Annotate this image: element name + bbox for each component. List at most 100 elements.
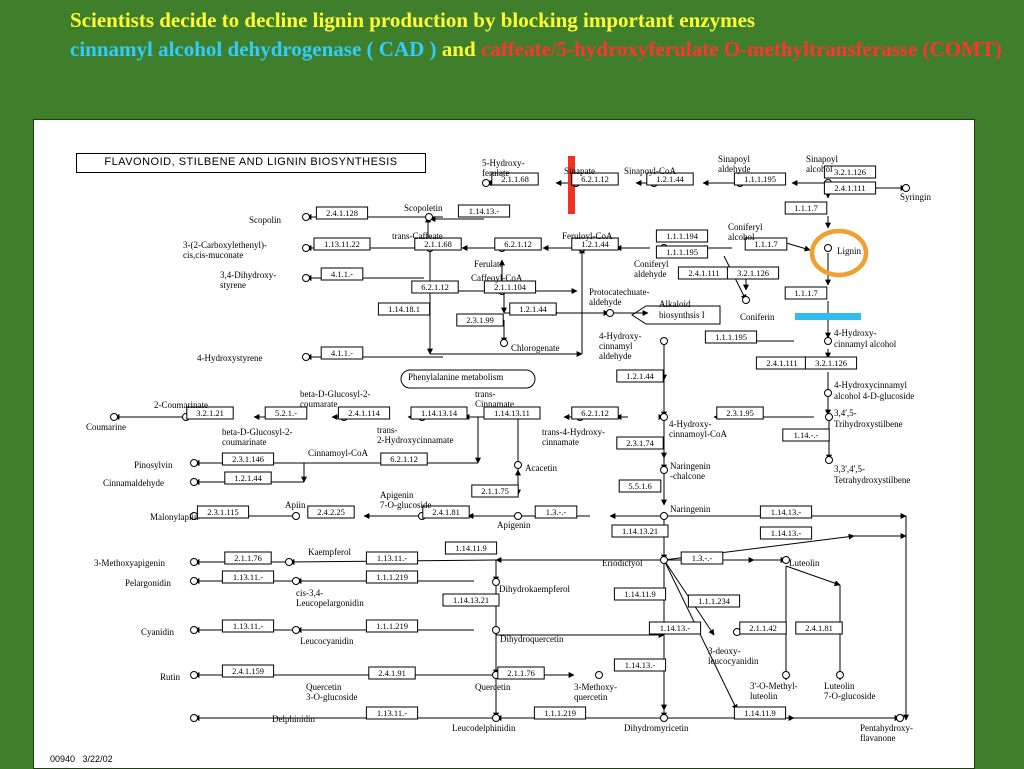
enzyme-box[interactable]: 2.4.1.81	[422, 505, 470, 519]
enzyme-box[interactable]: 1.14.11.9	[733, 706, 787, 720]
compound-label: alcohol 4-D-glucoside	[834, 391, 914, 401]
enzyme-box[interactable]: 1.1.1.195	[704, 330, 758, 344]
enzyme-label: 2.3.1.115	[207, 507, 239, 517]
enzyme-box[interactable]: 1.14.13.-	[457, 204, 511, 218]
enzyme-box[interactable]: 1.14.13.21	[442, 593, 500, 607]
enzyme-box[interactable]: 4.1.1.-	[320, 267, 364, 281]
enzyme-box[interactable]: 2.1.1.75	[471, 484, 519, 498]
enzyme-label: 1.14.13.-	[469, 206, 500, 216]
enzyme-box[interactable]: 2.3.1.99	[456, 313, 504, 327]
compound-node	[595, 671, 603, 679]
enzyme-box[interactable]: 2.4.1.128	[315, 206, 369, 220]
compound-node	[660, 413, 668, 421]
compound-label: Coumarine	[86, 422, 126, 432]
enzyme-box[interactable]: 1.14.13.-	[613, 658, 667, 672]
enzyme-box[interactable]: 2.4.1.111	[823, 181, 877, 195]
enzyme-box[interactable]: 6.2.1.12	[571, 406, 619, 420]
enzyme-box[interactable]: 2.3.1.95	[716, 406, 764, 420]
enzyme-box[interactable]: 1.3.-.-	[680, 551, 724, 565]
compound-node	[190, 714, 198, 722]
enzyme-box[interactable]: 1.1.1.7	[744, 237, 788, 251]
enzyme-box[interactable]: 1.14.11.9	[444, 541, 498, 555]
enzyme-box[interactable]: 1.3.-.-	[534, 505, 578, 519]
enzyme-box[interactable]: 6.2.1.12	[494, 237, 542, 251]
compound-label: Leucopelargonidin	[296, 598, 364, 608]
enzyme-box[interactable]: 2.3.1.115	[196, 505, 250, 519]
compound-label: Cinnamoyl-CoA	[308, 448, 368, 458]
enzyme-box[interactable]: 2.1.1.68	[491, 172, 539, 186]
enzyme-box[interactable]: 3.2.1.126	[804, 356, 858, 370]
enzyme-box[interactable]: 1.2.1.44	[224, 471, 272, 485]
enzyme-box[interactable]: 1.1.1.195	[655, 245, 709, 259]
enzyme-box[interactable]: 2.1.1.42	[739, 621, 787, 635]
enzyme-box[interactable]: 1.2.1.44	[509, 302, 557, 316]
enzyme-label: 1.1.1.7	[754, 239, 777, 249]
enzyme-box[interactable]: 1.14.13.-	[759, 505, 813, 519]
enzyme-box[interactable]: 1.14.13.-	[759, 526, 813, 540]
enzyme-box[interactable]: 2.4.1.114	[337, 406, 391, 420]
enzyme-box[interactable]: 2.3.1.74	[616, 436, 664, 450]
compound-label: Cinnamate	[475, 399, 514, 409]
enzyme-box[interactable]: 2.4.1.91	[368, 666, 416, 680]
enzyme-label: 4.1.1.-	[331, 348, 353, 358]
enzyme-box[interactable]: 1.13.11.22	[313, 237, 371, 251]
enzyme-box[interactable]: 3.2.1.21	[186, 406, 234, 420]
enzyme-box[interactable]: 1.2.1.44	[616, 369, 664, 383]
enzyme-label: 1.2.1.44	[656, 174, 684, 184]
enzyme-label: 1.14.11.9	[744, 708, 776, 718]
enzyme-box[interactable]: 2.1.1.76	[497, 666, 545, 680]
comt-enzyme-name: caffeate/5-hydroxyferulate O-methyltrans…	[480, 37, 1002, 61]
enzyme-box[interactable]: 1.1.1.195	[733, 172, 787, 186]
enzyme-box[interactable]: 1.14.-.-	[782, 428, 830, 442]
enzyme-box[interactable]: 6.2.1.12	[571, 172, 619, 186]
enzyme-box[interactable]: 2.1.1.68	[414, 237, 462, 251]
enzyme-box[interactable]: 1.13.11.-	[365, 551, 419, 565]
enzyme-box[interactable]: 3.2.1.126	[726, 266, 780, 280]
enzyme-box[interactable]: 1.2.1.44	[646, 172, 694, 186]
enzyme-box[interactable]: 2.4.1.81	[795, 621, 843, 635]
enzyme-box[interactable]: 5.5.1.6	[618, 479, 662, 493]
enzyme-box[interactable]: 2.4.1.111	[755, 356, 809, 370]
enzyme-box[interactable]: 1.13.11.-	[221, 619, 275, 633]
compound-label: Sinapoyl	[718, 154, 751, 164]
enzyme-box[interactable]: 1.13.11.-	[221, 570, 275, 584]
enzyme-box[interactable]: 1.1.1.219	[365, 619, 419, 633]
enzyme-box[interactable]: 2.3.1.146	[221, 452, 275, 466]
compound-label: Syringin	[900, 192, 932, 202]
enzyme-box[interactable]: 1.14.18.1	[377, 302, 431, 316]
compound-label: trans-	[377, 425, 398, 435]
enzyme-label: 2.1.1.76	[234, 553, 262, 563]
enzyme-box[interactable]: 1.1.1.219	[365, 570, 419, 584]
enzyme-box[interactable]: 2.1.1.104	[483, 280, 537, 294]
enzyme-box[interactable]: 2.4.1.111	[677, 266, 731, 280]
enzyme-box[interactable]: 1.1.1.7	[784, 201, 828, 215]
enzyme-label: 1.14.11.9	[455, 543, 487, 553]
enzyme-label: 1.13.11.-	[233, 572, 263, 582]
enzyme-box[interactable]: 1.1.1.194	[655, 229, 709, 243]
compound-label: Quercetin	[475, 682, 511, 692]
enzyme-box[interactable]: 1.1.1.219	[533, 706, 587, 720]
enzyme-box[interactable]: 3.2.1.126	[823, 165, 877, 179]
enzyme-label: 2.3.1.74	[626, 438, 654, 448]
enzyme-box[interactable]: 1.1.1.7	[784, 286, 828, 300]
enzyme-box[interactable]: 2.4.2.25	[307, 505, 355, 519]
enzyme-box[interactable]: 1.13.11.-	[365, 706, 419, 720]
compound-label: Dihydroquercetin	[500, 634, 564, 644]
enzyme-box[interactable]: 6.2.1.12	[411, 280, 459, 294]
enzyme-box[interactable]: 4.1.1.-	[320, 346, 364, 360]
enzyme-box[interactable]: 1.14.13.21	[611, 524, 669, 538]
compound-label: 3'-O-Methyl-	[750, 681, 798, 691]
enzyme-box[interactable]: 2.1.1.76	[224, 551, 272, 565]
enzyme-box[interactable]: 6.2.1.12	[380, 452, 428, 466]
enzyme-box[interactable]: 2.4.1.159	[221, 664, 275, 678]
enzyme-box[interactable]: 1.14.13.14	[410, 406, 468, 420]
enzyme-box[interactable]: 1.14.11.9	[613, 587, 667, 601]
enzyme-box[interactable]: 1.2.1.44	[571, 237, 619, 251]
enzyme-box[interactable]: 5.2.1.-	[264, 406, 308, 420]
enzyme-label: 2.1.1.104	[494, 282, 527, 292]
compound-label: 4-Hydroxy-	[599, 331, 642, 341]
enzyme-box[interactable]: 1.1.1.234	[687, 594, 741, 608]
enzyme-box[interactable]: 1.14.13.11	[483, 406, 541, 420]
enzyme-box[interactable]: 1.14.13.-	[648, 621, 702, 635]
compound-label: alcohol	[728, 232, 755, 242]
